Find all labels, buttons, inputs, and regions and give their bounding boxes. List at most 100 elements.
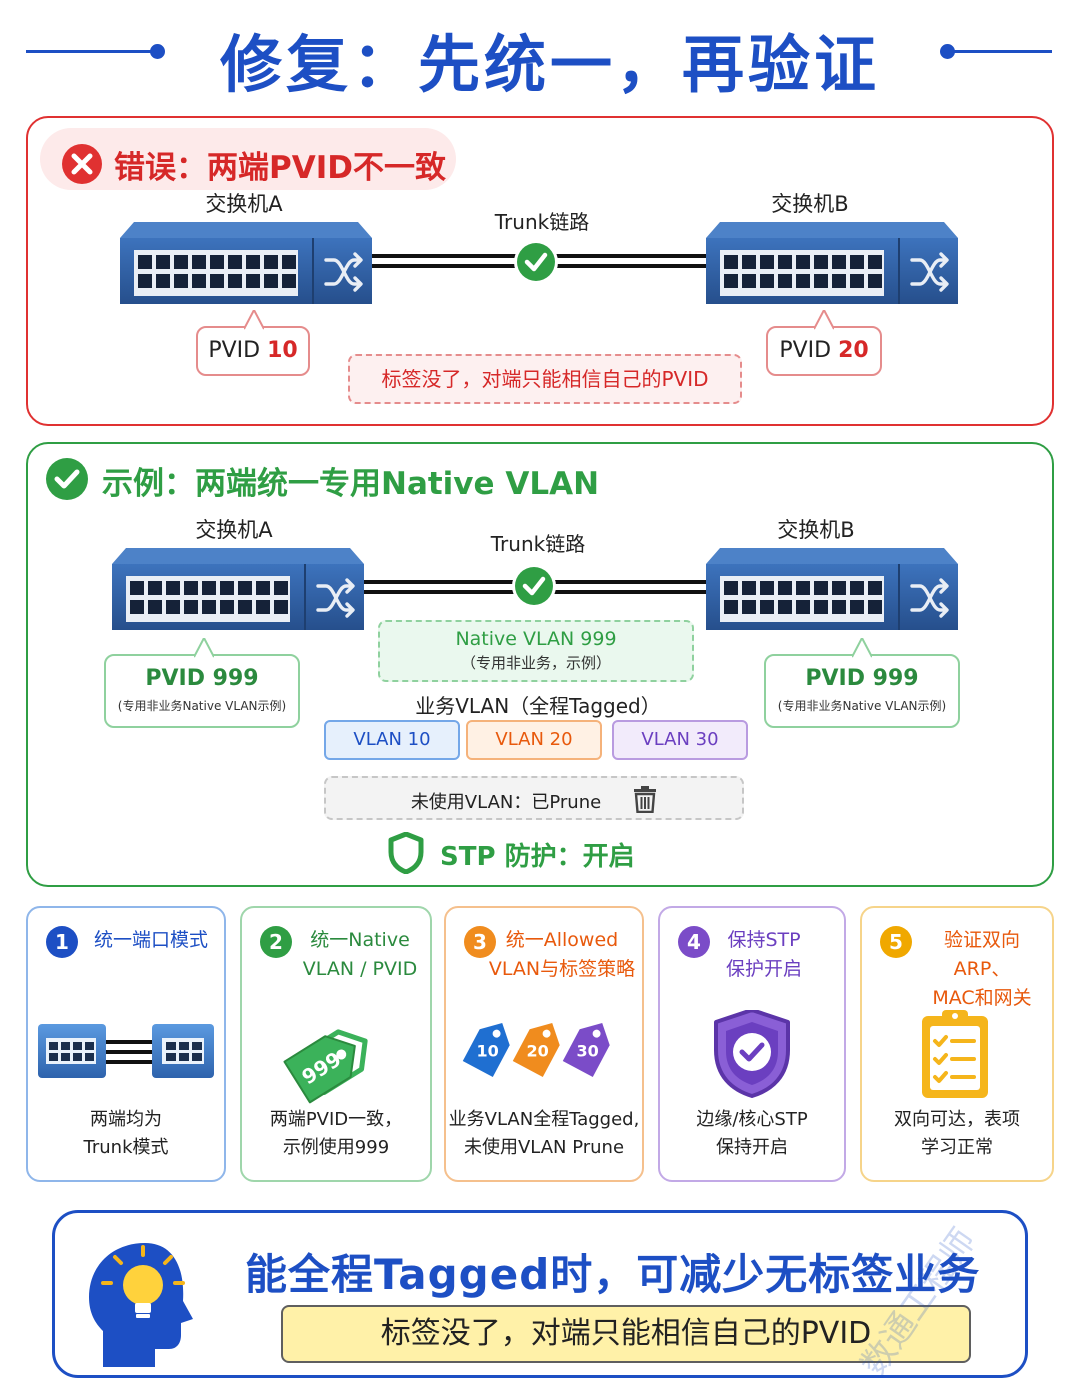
switch-a xyxy=(112,548,364,630)
switch-icon xyxy=(120,222,372,304)
close-icon xyxy=(62,144,102,184)
step-desc-line: 示例使用999 xyxy=(282,1137,390,1158)
header-rule-left xyxy=(26,50,158,53)
step-title-line: 统一Allowed xyxy=(505,929,619,951)
tag-label: 10 xyxy=(477,1041,499,1060)
shield-check-icon xyxy=(660,1008,844,1110)
step-desc: 双向可达，表项 学习正常 xyxy=(862,1106,1052,1162)
switch-a xyxy=(120,222,372,304)
step-desc-line: Trunk模式 xyxy=(83,1137,169,1158)
pvid-a-value: 10 xyxy=(267,338,298,363)
step-desc: 业务VLAN全程Tagged, 未使用VLAN Prune xyxy=(446,1106,642,1162)
tag-icon: 999 xyxy=(242,1010,430,1110)
step-card-3: 3 统一Allowed VLAN与标签策略 10 20 30 业务VLAN全程T… xyxy=(444,906,644,1182)
stp-status: STP 防护：开启 xyxy=(388,830,688,876)
header-dot-right xyxy=(940,44,955,59)
shield-icon xyxy=(388,831,424,875)
switch-icon xyxy=(706,222,958,304)
lightbulb-head-icon xyxy=(81,1235,201,1375)
clipboard-checklist-icon xyxy=(862,1010,1052,1110)
trash-icon xyxy=(632,785,658,814)
native-vlan-label: Native VLAN 999 xyxy=(455,628,617,650)
check-icon xyxy=(514,240,558,284)
step-number: 5 xyxy=(880,926,912,958)
banner-quote: 标签没了，对端只能相信自己的PVID xyxy=(281,1305,971,1363)
step-title: 验证双向ARP、 MAC和网关 xyxy=(918,926,1046,1013)
step-desc: 两端均为 Trunk模式 xyxy=(28,1106,224,1162)
switch-b xyxy=(706,222,958,304)
pvid-b-value: 20 xyxy=(838,338,869,363)
step-desc-line: 业务VLAN全程Tagged, xyxy=(448,1109,640,1130)
step-card-5: 5 验证双向ARP、 MAC和网关 双向可达，表项 学习正常 xyxy=(860,906,1054,1182)
banner-headline: 能全程Tagged时，可减少无标签业务 xyxy=(245,1250,981,1299)
example-title: 示例：两端统一专用Native VLAN xyxy=(102,466,600,502)
switch-icon xyxy=(706,548,958,630)
step-card-4: 4 保持STP 保护开启 边缘/核心STP 保持开启 xyxy=(658,906,846,1182)
shuffle-icon xyxy=(910,252,949,292)
step-title-line: VLAN与标签策略 xyxy=(488,958,636,980)
step-number: 4 xyxy=(678,926,710,958)
header-rule-right xyxy=(948,50,1052,53)
pvid-a-note: (专用非业务Native VLAN示例) xyxy=(117,699,287,713)
step-desc-line: 未使用VLAN Prune xyxy=(463,1137,625,1158)
pvid-b-note: (专用非业务Native VLAN示例) xyxy=(777,699,947,713)
error-title: 错误：两端PVID不一致 xyxy=(114,150,446,186)
prune-box: 未使用VLAN：已Prune xyxy=(324,776,744,820)
pvid-a-callout: PVID 10 xyxy=(196,310,310,376)
step-card-1: 1 统一端口模式 两端均为 Trunk模式 xyxy=(26,906,226,1182)
page-title: 修复：先统一，再验证 xyxy=(219,28,880,101)
step-desc-line: 两端PVID一致， xyxy=(269,1109,403,1130)
step-number: 2 xyxy=(260,926,292,958)
pvid-a-value: PVID 999 xyxy=(145,666,259,691)
step-desc-line: 保持开启 xyxy=(716,1137,788,1158)
pvid-a-callout: PVID 999 (专用非业务Native VLAN示例) xyxy=(104,638,300,728)
step-desc: 两端PVID一致， 示例使用999 xyxy=(242,1106,430,1162)
pvid-b-prefix: PVID xyxy=(779,338,839,363)
switch-b-label: 交换机B xyxy=(777,518,855,542)
step-title-line: 统一Native xyxy=(310,929,410,951)
shuffle-icon xyxy=(910,578,949,618)
step-title-line: MAC和网关 xyxy=(932,987,1032,1009)
check-icon xyxy=(46,458,88,500)
error-title-pill: 错误：两端PVID不一致 xyxy=(40,128,456,190)
tag-label: 20 xyxy=(527,1041,549,1060)
check-icon xyxy=(512,564,556,608)
step-desc-line: 学习正常 xyxy=(921,1137,993,1158)
tag-icon: 10 20 30 xyxy=(446,1010,642,1110)
shuffle-icon xyxy=(324,252,363,292)
vlan-tag-30: VLAN 30 xyxy=(612,720,748,760)
shuffle-icon xyxy=(316,578,355,618)
step-card-2: 2 统一Native VLAN / PVID 999 两端PVID一致， 示例使… xyxy=(240,906,432,1182)
switch-pair-icon xyxy=(28,1010,224,1110)
step-desc: 边缘/核心STP 保持开启 xyxy=(660,1106,844,1162)
pvid-a-prefix: PVID xyxy=(208,338,268,363)
switch-b xyxy=(706,548,958,630)
error-panel: 错误：两端PVID不一致 交换机A Trunk链路 交换机B PVID 10 P… xyxy=(26,116,1054,426)
switch-a-label: 交换机A xyxy=(205,192,283,216)
pvid-b-value: PVID 999 xyxy=(805,666,919,691)
step-desc-line: 双向可达，表项 xyxy=(894,1109,1020,1130)
switch-a-label: 交换机A xyxy=(195,518,273,542)
stp-label: STP 防护：开启 xyxy=(440,842,635,872)
switch-icon xyxy=(112,548,364,630)
header-dot-left xyxy=(150,44,165,59)
step-title-line: 验证双向ARP、 xyxy=(943,929,1020,980)
page-header: 修复：先统一，再验证 xyxy=(0,0,1080,110)
prune-label: 未使用VLAN：已Prune xyxy=(410,792,602,813)
step-title: 统一端口模式 xyxy=(93,929,208,951)
vlan-tag-20: VLAN 20 xyxy=(466,720,602,760)
step-desc-line: 边缘/核心STP xyxy=(696,1109,808,1130)
step-number: 3 xyxy=(464,926,496,958)
switch-b-label: 交换机B xyxy=(771,192,849,216)
vlan-tag-10: VLAN 10 xyxy=(324,720,460,760)
step-title: 统一Allowed VLAN与标签策略 xyxy=(482,926,642,984)
warning-box: 标签没了，对端只能相信自己的PVID xyxy=(348,354,742,404)
tag-label: 30 xyxy=(577,1041,599,1060)
pvid-b-callout: PVID 999 (专用非业务Native VLAN示例) xyxy=(764,638,960,728)
native-vlan-note: （专用非业务，示例） xyxy=(460,654,611,672)
step-title: 统一Native VLAN / PVID xyxy=(296,926,424,984)
step-title-line: VLAN / PVID xyxy=(302,958,418,980)
summary-banner: 能全程Tagged时，可减少无标签业务 标签没了，对端只能相信自己的PVID xyxy=(52,1210,1028,1378)
step-number: 1 xyxy=(46,926,78,958)
trunk-label: Trunk链路 xyxy=(494,210,590,234)
